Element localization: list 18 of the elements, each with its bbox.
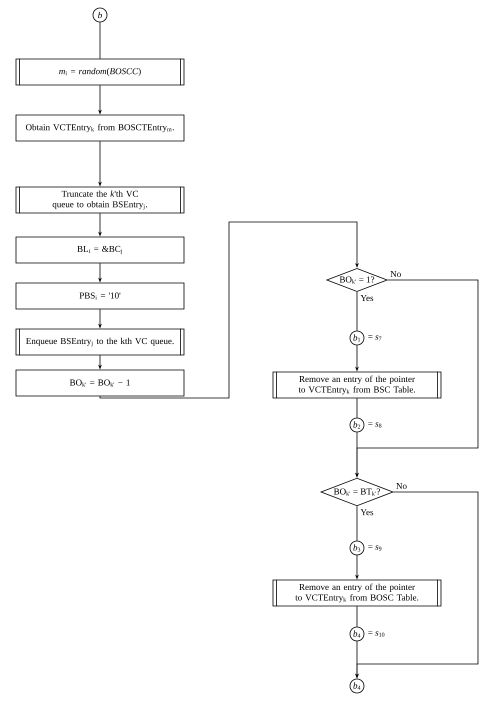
edge-label: No — [389, 270, 402, 278]
process-box: Obtain VCTEntry$_{k}$ from BOSCTEntry$_{m}$. — [16, 114, 184, 142]
edge-label: No — [395, 482, 408, 490]
process-box: BO$_{k'}$ = BO$_{k'}$ − 1 — [16, 370, 184, 396]
process-box: m$_{i}$ = random(BOSCC) — [16, 58, 184, 86]
node-note: = s$_{9}$ — [368, 545, 382, 551]
process-box: Truncate the k'th VC queue to obtain BSEntry$_{j}$. — [16, 186, 184, 214]
node-note: = s$_{8}$ — [368, 422, 382, 428]
connector-arrow — [100, 222, 359, 398]
edge-label: Yes — [359, 508, 375, 516]
edge-label: Yes — [359, 294, 375, 302]
process-box: PBS$_{i}$ = '10' — [16, 282, 184, 310]
node-note: = s$_{10}$ — [368, 631, 384, 637]
process-box: Enqueue BSEntry$_{j}$ to the kth VC queue. — [16, 328, 184, 356]
process-box: BL$_{i}$ = &BC$_{j}$ — [16, 236, 184, 264]
process-box: Remove an entry of the pointer to VCTEntry$_{k}$ from BSC Table. — [272, 371, 442, 399]
process-box: Remove an entry of the pointer to VCTEntry$_{k}$ from BOSC Table. — [272, 579, 442, 607]
node-note: = s$_{7}$ — [368, 335, 382, 341]
